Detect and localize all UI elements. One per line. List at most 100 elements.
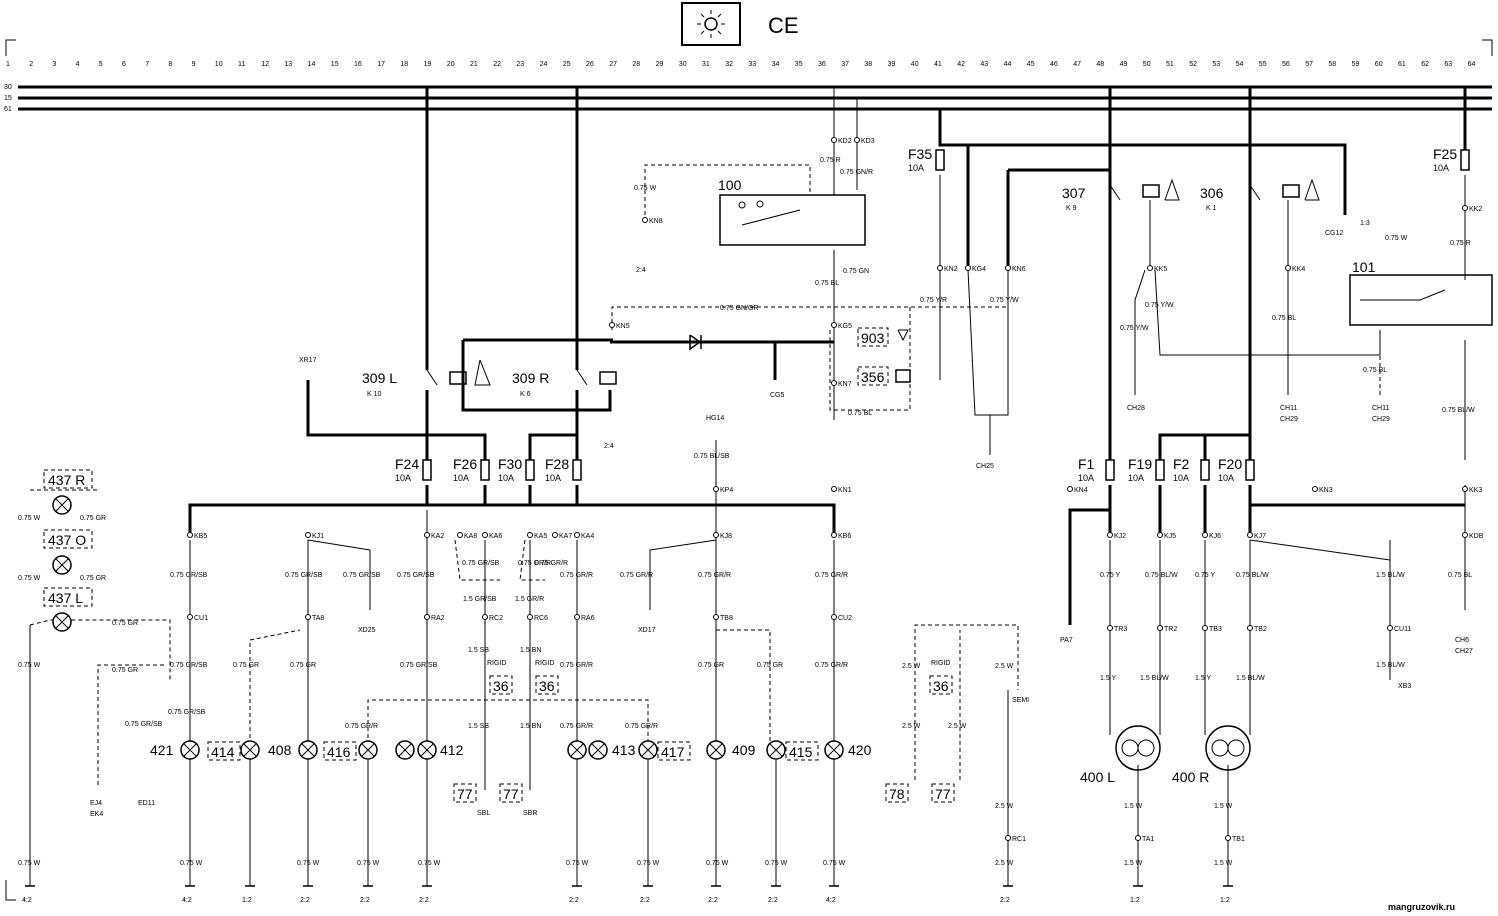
box-label: 36 — [493, 678, 509, 694]
column-number: 49 — [1120, 61, 1128, 68]
switch-101: 101 — [1349, 259, 1493, 326]
relay-309r-label: 309 R — [512, 370, 549, 386]
fuse-rating: 10A — [1173, 473, 1189, 483]
wire-label: 1.5 BL/W — [1376, 572, 1405, 579]
wire-label: 0.75 GR/R — [560, 723, 593, 730]
wire-label: 0.75 W — [18, 515, 41, 522]
connector-pin — [713, 486, 719, 492]
connector-kd2: KD2 — [831, 137, 852, 145]
connector-pin — [831, 380, 837, 386]
column-number: 47 — [1073, 61, 1081, 68]
box-frame — [323, 741, 357, 761]
connector-kdb: KDB — [1462, 532, 1484, 540]
lamp-cross — [55, 498, 69, 512]
column-number: 1 — [6, 61, 10, 68]
ground-symbol: 2:2 — [569, 870, 582, 904]
ref-ch11b: CH11 — [1372, 405, 1389, 412]
wire-label: 1.5 W — [1214, 860, 1233, 867]
box-label: 77 — [935, 786, 951, 802]
wire-label: 0.75 BL — [1448, 572, 1472, 579]
lamp-cross — [591, 743, 605, 757]
wire-label: 0.75 GR/R — [815, 662, 848, 669]
connector-label: RA6 — [581, 615, 595, 622]
fuse-rating: 10A — [1433, 163, 1449, 173]
lamp-label: 413 — [612, 742, 636, 758]
ground-symbol: 4:2 — [22, 870, 35, 904]
connector-pin — [1225, 835, 1231, 841]
wire-label: 0.75 W — [18, 662, 41, 669]
wire-label: 0.75 W — [823, 860, 846, 867]
column-number: 32 — [725, 61, 733, 68]
wire-label: 0.75 W — [18, 860, 41, 867]
connector-pin — [1247, 532, 1253, 538]
connector-tb1: TB1 — [1225, 835, 1245, 843]
wire-label: 1.5 BL/W — [1236, 675, 1265, 682]
wire-label: 0.75 GN/GR — [720, 305, 759, 312]
box-36a: 36 — [489, 675, 513, 695]
connector-kj7: KJ7 — [1247, 532, 1266, 540]
column-number: 46 — [1050, 61, 1058, 68]
wire-label: 0.75 GR/R — [345, 723, 378, 730]
fuse-group: F2410AF2610AF3010AF2810AF3510AF110AF1910… — [395, 146, 1470, 483]
column-number: 9 — [192, 61, 196, 68]
connector-kj5: KJ5 — [1157, 532, 1176, 540]
connector-label: KK5 — [1154, 266, 1167, 273]
ground-symbol: 2:2 — [300, 870, 313, 904]
ground-symbol: 2:2 — [360, 870, 373, 904]
connector-label: KJ5 — [1164, 533, 1176, 540]
lamp-label: 421 — [150, 742, 174, 758]
relay-309l: 309 L K 10 — [362, 359, 491, 398]
switch-100-label: 100 — [718, 177, 742, 193]
ref-ch11a: CH11 — [1280, 405, 1297, 412]
ground-label: 2:2 — [569, 897, 579, 904]
box-label: 416 — [327, 744, 351, 760]
lamp-416 — [358, 740, 378, 760]
column-number: 35 — [795, 61, 803, 68]
fuse-id: F19 — [1128, 456, 1152, 472]
connector-kk2: KK2 — [1462, 205, 1482, 213]
relay-309l-sub: K 10 — [367, 391, 382, 398]
wire-label: 0.75 R — [1450, 240, 1471, 247]
lamp-437o — [52, 555, 72, 575]
column-number: 25 — [563, 61, 571, 68]
connector-pin — [482, 532, 488, 538]
rail-15-label: 15 — [4, 95, 12, 102]
power-rails: 30 15 61 — [4, 84, 1492, 113]
switch-101-label: 101 — [1352, 259, 1376, 275]
column-number: 50 — [1143, 61, 1151, 68]
connector-label: KN3 — [1319, 487, 1333, 494]
connector-pin — [854, 137, 860, 143]
fuse-rating: 10A — [498, 473, 514, 483]
ref-ed11: ED11 — [138, 800, 155, 807]
ref-sbl: SBL — [477, 810, 490, 817]
column-number: 30 — [679, 61, 687, 68]
connector-kn1: KN1 — [831, 486, 852, 494]
connector-label: TR3 — [1114, 626, 1127, 633]
box-frame — [657, 741, 691, 761]
svg-text:400 R: 400 R — [1172, 769, 1209, 785]
lamp-412a — [395, 740, 415, 760]
wire-label: 0.75 GR/R — [625, 723, 658, 730]
wire-label: 1.5 Y — [1195, 675, 1212, 682]
wire-label: 0.75 GR/SB — [168, 709, 206, 716]
wire-label: 2.5 W — [995, 803, 1014, 810]
svg-text:437 O: 437 O — [48, 532, 86, 548]
fuse-id: F30 — [498, 456, 522, 472]
connector-label: KJ2 — [1114, 533, 1126, 540]
connector-pin — [609, 322, 615, 328]
lamp-label: 409 — [732, 742, 756, 758]
svg-text:356: 356 — [861, 369, 885, 385]
ref-rigid1: RIGID — [487, 660, 506, 667]
relay-309r: 309 R K 6 — [512, 369, 617, 398]
box-frame — [929, 675, 953, 695]
column-number: 22 — [493, 61, 501, 68]
column-number: 53 — [1212, 61, 1220, 68]
ground-symbol: 1:2 — [242, 870, 255, 904]
connector-pin — [457, 532, 463, 538]
column-number: 63 — [1444, 61, 1452, 68]
wire-label: 0.75 W — [706, 860, 729, 867]
connector-label: KK2 — [1469, 206, 1482, 213]
connector-pin — [831, 614, 837, 620]
